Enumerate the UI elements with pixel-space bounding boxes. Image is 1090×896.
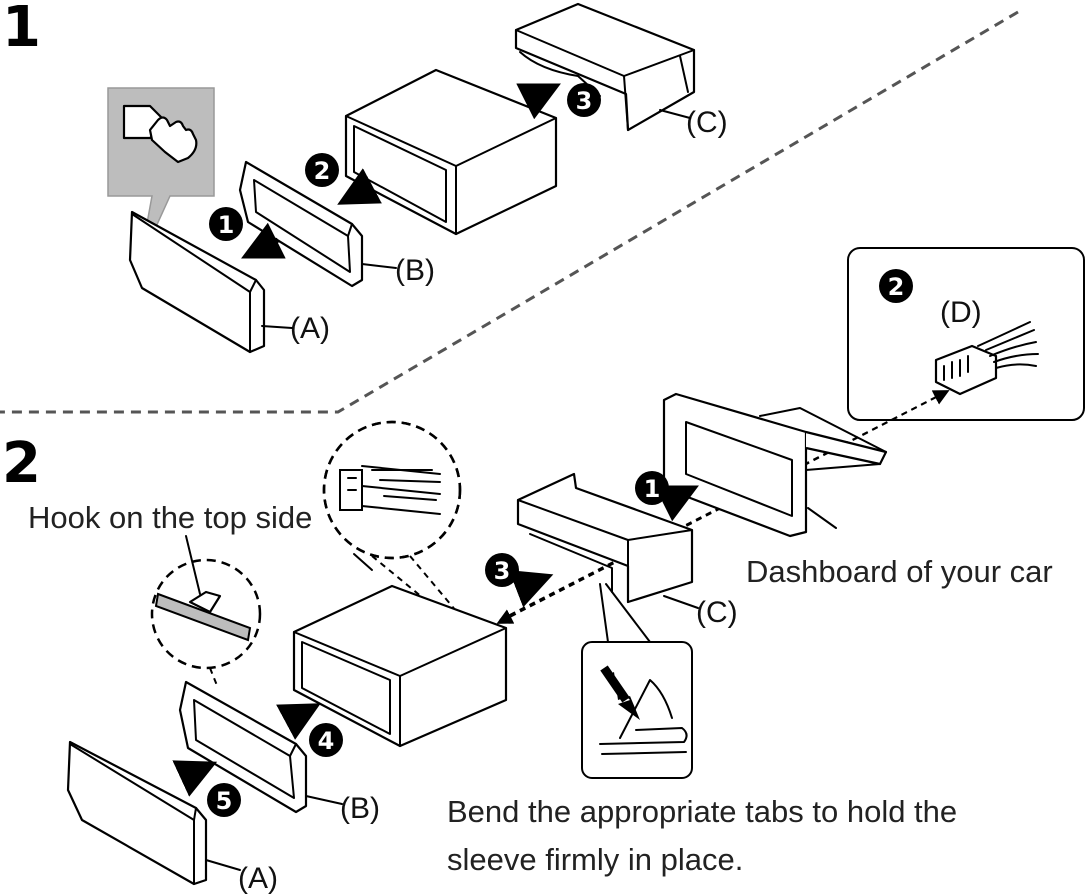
svg-text:5: 5 xyxy=(216,787,233,815)
badge-2-step1 xyxy=(305,153,339,187)
svg-text:2: 2 xyxy=(314,157,331,185)
trim-frame-b-step2 xyxy=(178,680,308,814)
step-1-number: 1 xyxy=(2,0,41,60)
sleeve-c-step2 xyxy=(516,472,694,604)
svg-text:4: 4 xyxy=(318,727,335,755)
part-label-d: (D) xyxy=(940,296,982,329)
faceplate-a-step1 xyxy=(128,210,266,354)
trim-frame-b-step1 xyxy=(238,160,364,288)
faceplate-a-step2 xyxy=(66,740,208,886)
part-label-a-step1: (A) xyxy=(290,312,330,345)
svg-text:1: 1 xyxy=(644,475,661,503)
part-label-c-step1: (C) xyxy=(686,106,728,139)
badge-1-step1 xyxy=(209,207,243,241)
dashboard-label: Dashboard of your car xyxy=(746,554,1053,589)
badge-2-connector xyxy=(879,269,913,303)
badge-5-step2 xyxy=(207,783,241,817)
section-divider xyxy=(0,10,1019,414)
rear-connector-zoom xyxy=(322,420,462,571)
connector-d-callout: 2 (D) xyxy=(847,247,1085,421)
svg-text:3: 3 xyxy=(576,87,593,115)
bend-text-line2: sleeve firmly in place. xyxy=(447,842,743,877)
head-unit-step2 xyxy=(292,584,508,748)
svg-text:3: 3 xyxy=(494,557,511,585)
svg-text:2: 2 xyxy=(888,273,905,301)
head-unit-step1 xyxy=(344,68,558,236)
finger-press-icon xyxy=(148,116,198,164)
part-label-c-step2: (C) xyxy=(696,596,738,629)
part-label-b-step2: (B) xyxy=(340,792,380,825)
svg-text:1: 1 xyxy=(218,211,235,239)
part-label-a-step2: (A) xyxy=(238,862,278,895)
part-label-b-step1: (B) xyxy=(395,254,435,287)
hook-zoom xyxy=(150,558,262,689)
badge-3-step2 xyxy=(485,553,519,587)
wiring-connector-icon xyxy=(934,321,1039,396)
bend-text-line1: Bend the appropriate tabs to hold the xyxy=(447,794,957,829)
step-2-number: 2 xyxy=(2,431,41,496)
hook-label: Hook on the top side xyxy=(28,500,312,535)
badge-3-step1 xyxy=(567,83,601,117)
badge-1-step2 xyxy=(635,471,669,505)
bend-tab-callout xyxy=(581,583,693,779)
badge-4-step2 xyxy=(309,723,343,757)
dashboard-car xyxy=(662,392,888,538)
sleeve-c-step1 xyxy=(514,2,696,132)
